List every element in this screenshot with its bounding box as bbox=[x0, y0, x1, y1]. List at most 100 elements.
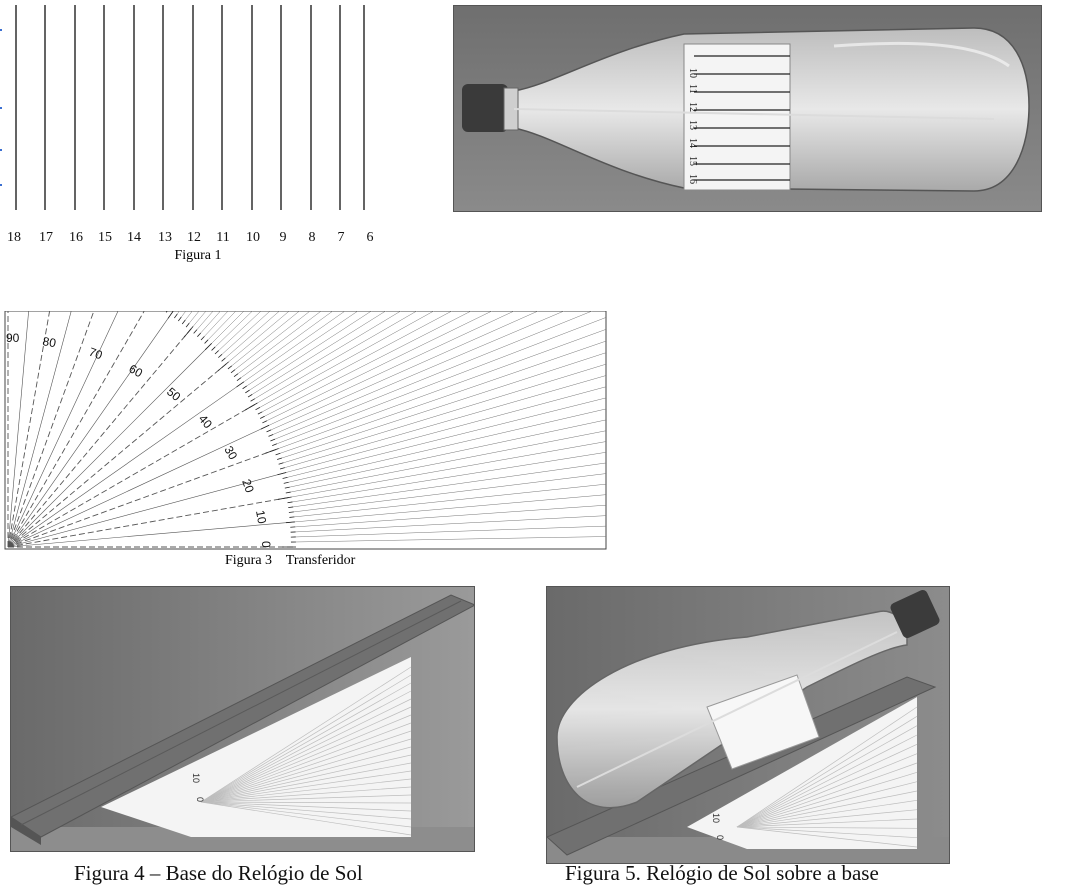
protractor-line bbox=[286, 386, 606, 473]
protractor-line bbox=[200, 690, 412, 803]
protractor-line bbox=[289, 419, 606, 488]
hour-lines-group bbox=[15, 5, 365, 210]
protractor-line bbox=[200, 722, 412, 803]
protractor-line bbox=[281, 352, 606, 459]
protractor-line bbox=[217, 361, 229, 372]
protractor-line bbox=[736, 826, 918, 848]
protractor-line bbox=[7, 381, 245, 548]
protractor-line bbox=[7, 311, 51, 548]
protractor-line bbox=[288, 511, 294, 513]
protractor-line bbox=[221, 357, 226, 362]
protractor-line bbox=[7, 311, 95, 548]
protractor-line bbox=[211, 346, 216, 351]
protractor-angle-labels: 90 80 70 60 50 40 30 20 10 0 bbox=[6, 331, 273, 548]
protractor-line bbox=[7, 311, 72, 548]
edge-marks bbox=[0, 29, 2, 186]
protractor-line bbox=[200, 794, 412, 803]
protractor-line bbox=[7, 472, 287, 548]
protractor-line bbox=[200, 746, 412, 803]
svg-text:13: 13 bbox=[687, 120, 698, 130]
protractor-line bbox=[293, 462, 606, 508]
protractor-line bbox=[259, 415, 265, 419]
protractor-line bbox=[247, 394, 253, 398]
protractor-line bbox=[233, 373, 239, 378]
protractor-line bbox=[183, 326, 194, 338]
protractor-line bbox=[237, 311, 322, 374]
protractor-line bbox=[230, 369, 236, 374]
protractor-line bbox=[736, 771, 918, 828]
protractor-line bbox=[294, 483, 606, 518]
protractor-line bbox=[278, 462, 284, 465]
sundial-base-photo: 10 0 bbox=[10, 586, 475, 852]
protractor-line bbox=[257, 411, 263, 415]
protractor-fine-lines bbox=[173, 311, 606, 543]
protractor-line bbox=[240, 311, 334, 378]
protractor-line bbox=[200, 666, 412, 803]
protractor-line bbox=[736, 781, 918, 828]
protractor-line bbox=[204, 343, 212, 351]
protractor-line bbox=[270, 438, 276, 442]
protractor-line bbox=[268, 311, 515, 426]
protractor-line bbox=[280, 340, 606, 454]
protractor-line bbox=[265, 448, 279, 454]
angle-label: 70 bbox=[87, 345, 105, 363]
bottle-scale-labels: 10 11 12 13 14 15 16 bbox=[687, 68, 698, 184]
protractor-line bbox=[200, 714, 412, 803]
protractor-line bbox=[264, 311, 472, 417]
protractor-line bbox=[282, 476, 288, 479]
hour-label: 7 bbox=[338, 230, 345, 245]
protractor-line bbox=[200, 698, 412, 803]
protractor-line bbox=[289, 516, 295, 518]
protractor-line bbox=[259, 311, 435, 408]
protractor-line bbox=[245, 402, 258, 411]
hour-label: 9 bbox=[280, 230, 287, 245]
hour-label: 8 bbox=[309, 230, 316, 245]
protractor-line bbox=[200, 738, 412, 803]
protractor-line bbox=[181, 319, 186, 325]
protractor-line bbox=[736, 753, 918, 828]
angle-label: 90 bbox=[6, 331, 20, 345]
protractor-line bbox=[262, 311, 453, 413]
protractor-line bbox=[266, 311, 493, 421]
protractor-line bbox=[287, 397, 606, 478]
sundial-on-base-illustration: 10 0 bbox=[547, 587, 949, 863]
hour-label: 10 bbox=[246, 230, 260, 245]
protractor-line bbox=[283, 363, 606, 464]
protractor-line bbox=[242, 385, 247, 390]
protractor-line bbox=[236, 377, 242, 381]
protractor-line bbox=[200, 730, 412, 803]
protractor-line bbox=[290, 430, 606, 493]
protractor-line bbox=[284, 486, 290, 489]
protractor-line bbox=[7, 496, 292, 548]
base-scale-labels-5: 10 0 bbox=[711, 813, 725, 840]
svg-text:16: 16 bbox=[687, 174, 698, 184]
protractor-line bbox=[255, 407, 261, 411]
protractor-line bbox=[174, 313, 178, 319]
protractor-line bbox=[277, 472, 287, 476]
base-scale-labels: 10 0 bbox=[191, 773, 205, 802]
hour-label: 16 bbox=[69, 230, 83, 245]
protractor-line bbox=[7, 326, 194, 548]
angle-label: 20 bbox=[239, 477, 257, 495]
protractor-line bbox=[200, 778, 412, 803]
protractor-line bbox=[7, 311, 174, 548]
protractor-line bbox=[249, 311, 372, 391]
protractor-line bbox=[7, 425, 270, 548]
protractor-line bbox=[200, 762, 412, 803]
svg-text:12: 12 bbox=[687, 102, 698, 112]
protractor-line bbox=[285, 521, 295, 524]
svg-text:14: 14 bbox=[687, 138, 698, 148]
protractor-line bbox=[736, 734, 918, 828]
protractor-line bbox=[275, 452, 281, 456]
protractor-line bbox=[200, 801, 412, 812]
protractor-line bbox=[736, 826, 918, 839]
hour-label: 11 bbox=[216, 230, 229, 245]
protractor-line bbox=[197, 332, 202, 337]
svg-text:15: 15 bbox=[687, 156, 698, 166]
protractor-line bbox=[736, 725, 918, 828]
protractor-line bbox=[200, 801, 412, 836]
svg-text:10: 10 bbox=[687, 68, 698, 78]
angle-label: 60 bbox=[127, 361, 146, 380]
sundial-on-base-photo: 10 0 bbox=[546, 586, 950, 864]
svg-text:11: 11 bbox=[687, 84, 698, 94]
